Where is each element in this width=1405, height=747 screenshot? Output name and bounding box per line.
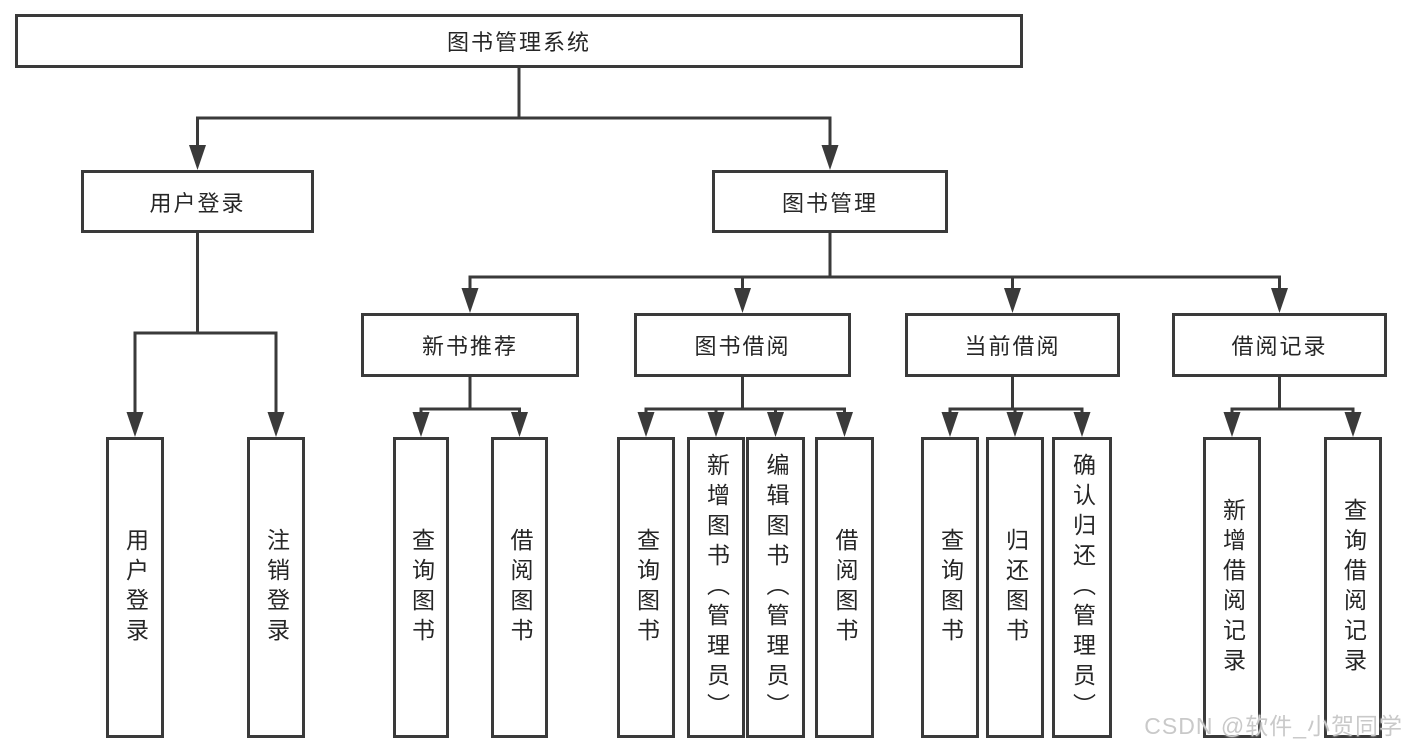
- leaf-query-books-recommend: 查询图书: [393, 437, 449, 738]
- node-user-login: 用户登录: [81, 170, 314, 233]
- leaf-logout: 注销登录: [247, 437, 305, 738]
- arrowhead: [461, 288, 479, 313]
- leaf-label: 借阅图书: [507, 527, 533, 648]
- arrowhead: [1004, 288, 1021, 313]
- leaf-label: 查询图书: [937, 527, 964, 648]
- node-label: 借阅记录: [1231, 334, 1328, 359]
- arrowheads: [126, 145, 1362, 437]
- node-label: 图书管理: [781, 190, 878, 216]
- leaf-return-books: 归还图书: [986, 437, 1044, 738]
- arrowhead: [637, 412, 655, 437]
- leaf-label: 新增图书（管理员）: [703, 452, 730, 723]
- node-label: 新书推荐: [421, 334, 518, 359]
- leaf-query-books-current: 查询图书: [921, 437, 979, 738]
- arrowhead: [126, 412, 144, 437]
- arrowhead: [1223, 412, 1241, 437]
- leaf-label: 注销登录: [263, 527, 290, 648]
- arrowhead: [821, 145, 839, 170]
- node-library-management-system: 图书管理系统: [15, 14, 1023, 68]
- leaf-add-books-admin: 新增图书（管理员）: [687, 437, 745, 738]
- node-borrowing-records: 借阅记录: [1172, 313, 1387, 377]
- leaf-label: 查询图书: [633, 527, 660, 648]
- leaf-user-login: 用户登录: [106, 437, 164, 738]
- node-label: 当前借阅: [964, 334, 1061, 359]
- leaf-edit-books-admin: 编辑图书（管理员）: [746, 437, 805, 738]
- leaf-label: 借阅图书: [832, 527, 858, 648]
- leaf-label: 查询借阅记录: [1340, 497, 1367, 678]
- arrowhead: [267, 412, 285, 437]
- node-book-borrowing: 图书借阅: [634, 313, 851, 377]
- arrowhead: [734, 288, 751, 313]
- leaf-label: 编辑图书（管理员）: [763, 452, 789, 723]
- leaf-confirm-return-admin: 确认归还（管理员）: [1052, 437, 1112, 738]
- arrowhead: [1073, 412, 1091, 437]
- leaf-borrow-books-recommend: 借阅图书: [491, 437, 548, 738]
- node-book-management: 图书管理: [712, 170, 948, 233]
- arrowhead: [767, 412, 784, 437]
- node-label: 图书管理系统: [446, 30, 591, 55]
- leaf-borrow-books: 借阅图书: [815, 437, 874, 738]
- arrowhead: [511, 412, 528, 437]
- leaf-label: 用户登录: [122, 527, 149, 648]
- arrowhead: [836, 412, 853, 437]
- node-new-book-recommendation: 新书推荐: [361, 313, 579, 377]
- arrowhead: [707, 412, 725, 437]
- arrowhead: [1271, 288, 1288, 313]
- node-label: 图书借阅: [694, 334, 791, 359]
- arrowhead: [1006, 412, 1024, 437]
- arrowhead: [1344, 412, 1362, 437]
- node-label: 用户登录: [149, 190, 246, 216]
- leaf-label: 确认归还（管理员）: [1069, 452, 1096, 723]
- arrowhead: [412, 412, 430, 437]
- leaf-label: 查询图书: [408, 527, 435, 648]
- leaf-add-borrow-record: 新增借阅记录: [1203, 437, 1261, 738]
- leaf-query-borrow-record: 查询借阅记录: [1324, 437, 1382, 738]
- leaf-label: 新增借阅记录: [1219, 497, 1246, 678]
- node-current-borrowing: 当前借阅: [905, 313, 1120, 377]
- leaf-query-books-borrow: 查询图书: [617, 437, 675, 738]
- leaf-label: 归还图书: [1002, 527, 1029, 648]
- watermark-text: CSDN @软件_小贺同学: [1144, 713, 1403, 739]
- arrowhead: [189, 145, 206, 170]
- arrowhead: [941, 412, 959, 437]
